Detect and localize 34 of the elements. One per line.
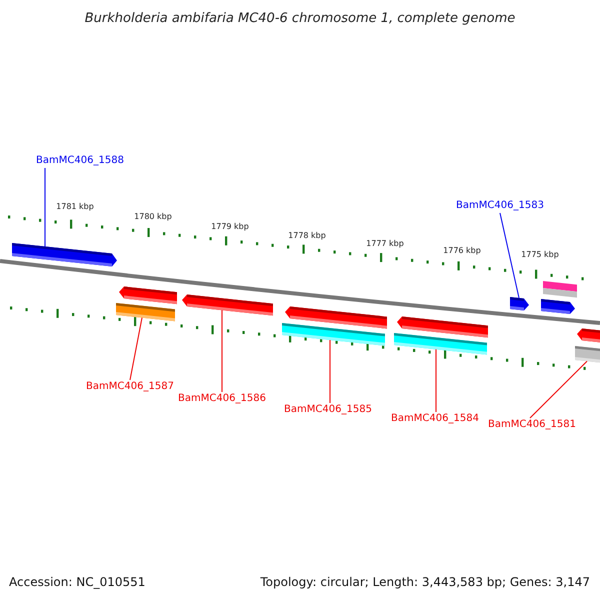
- gene-feature: [394, 333, 487, 355]
- scale-label: 1777 kbp: [366, 239, 404, 249]
- gene-feature: [12, 243, 117, 266]
- gene-label: BamMC406_1588: [36, 155, 124, 167]
- gene-label: BamMC406_1583: [456, 200, 544, 212]
- scale-label: 1778 kbp: [288, 231, 326, 241]
- scale-label: 1775 kbp: [521, 250, 559, 260]
- gene-label: BamMC406_1587: [86, 381, 174, 393]
- title: Burkholderia ambifaria MC40-6 chromosome 1, complete genome: [84, 11, 516, 27]
- gene-feature: [285, 306, 387, 329]
- gene-label: BamMC406_1581: [488, 419, 576, 431]
- scale-label: 1781 kbp: [56, 202, 94, 212]
- gene-label: BamMC406_1584: [391, 413, 479, 425]
- gene-feature: [577, 328, 600, 343]
- gene-label: BamMC406_1586: [178, 393, 266, 405]
- gene-feature: [119, 286, 177, 304]
- gene-feature: [543, 281, 577, 298]
- genome-summary: Topology: circular; Length: 3,443,583 bp; Genes: 3,147: [260, 575, 590, 590]
- gene-feature: [282, 323, 385, 346]
- leader-line: [500, 212, 520, 298]
- leader-line: [530, 360, 588, 418]
- scale-label: 1776 kbp: [443, 246, 481, 256]
- gene-feature: [397, 316, 488, 338]
- gene-feature: [575, 346, 600, 364]
- scale-label: 1779 kbp: [211, 222, 249, 232]
- accession-text: Accession: NC_010551: [9, 575, 146, 590]
- gene-feature: [541, 299, 575, 314]
- leader-line: [130, 317, 142, 380]
- gene-label: BamMC406_1585: [284, 404, 372, 416]
- leader-line: [44, 168, 46, 247]
- scale-label: 1780 kbp: [134, 212, 172, 222]
- gene-feature: [510, 297, 529, 310]
- gene-feature: [182, 294, 273, 316]
- gene-feature: [116, 303, 175, 322]
